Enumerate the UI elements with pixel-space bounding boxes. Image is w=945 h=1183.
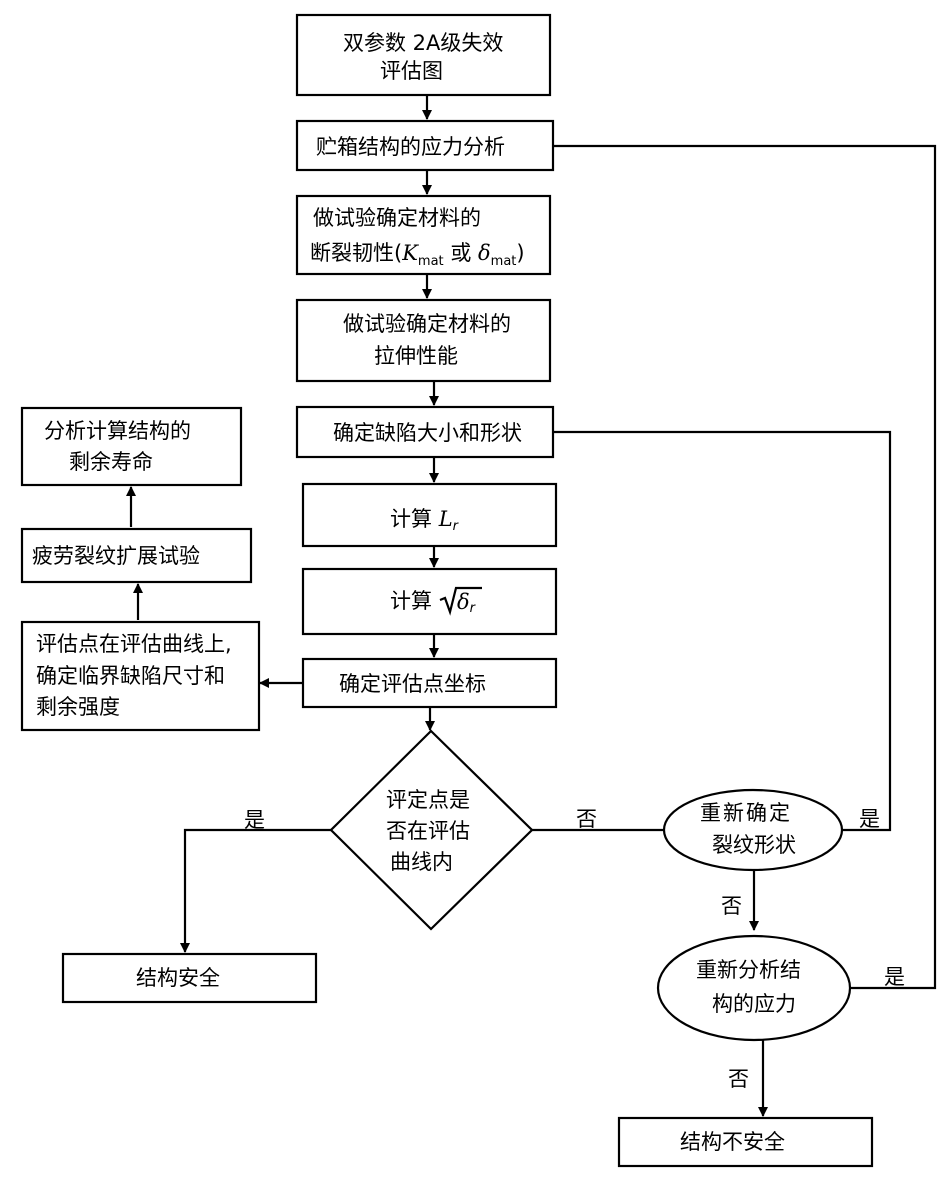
node-life-line1: 分析计算结构的 [44, 419, 191, 443]
node-restress: 重新分析结 构的应力 [656, 934, 852, 1042]
node-restress-line1: 重新分析结 [696, 958, 801, 982]
node-calc-lr-text: 计算 Lr [390, 507, 460, 534]
node-critical: 评估点在评估曲线上, 确定临界缺陷尺寸和 剩余强度 [20, 620, 261, 732]
node-reshape: 重新确定 裂纹形状 [662, 788, 844, 872]
node-stress: 贮箱结构的应力分析 [295, 119, 555, 172]
node-fad-line1: 双参数 2A级失效 [343, 31, 503, 55]
node-calc-sqrt-symbol: δr [457, 590, 477, 616]
node-point: 确定评估点坐标 [301, 657, 558, 709]
node-calc-sqrt: 计算 δr [301, 567, 558, 636]
node-unsafe: 结构不安全 [617, 1116, 874, 1168]
node-critical-line2: 确定临界缺陷尺寸和 [36, 664, 225, 688]
node-restress-line2: 构的应力 [712, 992, 796, 1016]
node-tensile-line2: 拉伸性能 [374, 344, 458, 368]
line-restress-yes-to-stress [553, 144, 937, 990]
sqrt-sign-icon [439, 586, 482, 616]
node-decision: 评定点是 否在评估 曲线内 [329, 729, 534, 931]
node-safe-text: 结构安全 [136, 966, 220, 990]
node-critical-line1: 评估点在评估曲线上, [36, 632, 232, 656]
node-toughness-line2: 断裂韧性(Kmat 或 δmat) [310, 241, 525, 269]
label-yes-restress: 是 [884, 965, 905, 989]
node-decision-line2: 否在评估 [386, 819, 470, 843]
label-no-restress: 否 [728, 1067, 749, 1091]
node-tensile-line1: 做试验确定材料的 [343, 312, 511, 336]
node-point-text: 确定评估点坐标 [339, 672, 486, 696]
node-tensile: 做试验确定材料的 拉伸性能 [295, 298, 552, 383]
node-calc-lr: 计算 Lr [301, 482, 558, 548]
label-no-decision: 否 [576, 807, 597, 831]
node-safe: 结构安全 [61, 952, 318, 1004]
connectors [126, 95, 937, 1117]
label-yes-left: 是 [244, 808, 265, 832]
node-defect: 确定缺陷大小和形状 [295, 405, 555, 459]
node-life-line2: 剩余寿命 [69, 450, 153, 474]
node-stress-text: 贮箱结构的应力分析 [316, 135, 505, 159]
node-unsafe-text: 结构不安全 [680, 1130, 785, 1154]
arrow-decision-yes-to-safe [180, 828, 331, 953]
node-toughness: 做试验确定材料的 断裂韧性(Kmat 或 δmat) [295, 194, 552, 276]
label-yes-reshape: 是 [859, 807, 880, 831]
line-reshape-yes-to-defect [553, 430, 892, 832]
node-decision-line3: 曲线内 [390, 850, 453, 874]
node-reshape-line2: 裂纹形状 [712, 833, 796, 857]
node-fad-line2: 评估图 [380, 59, 443, 83]
label-no-reshape: 否 [721, 894, 742, 918]
node-decision-line1: 评定点是 [386, 788, 470, 812]
node-life: 分析计算结构的 剩余寿命 [20, 406, 243, 487]
node-reshape-line1: 重新确定 [700, 801, 792, 825]
node-calc-sqrt-prefix: 计算 [390, 589, 432, 613]
node-fad: 双参数 2A级失效 评估图 [295, 13, 552, 97]
node-fatigue: 疲劳裂纹扩展试验 [20, 527, 253, 584]
node-toughness-line1: 做试验确定材料的 [313, 206, 481, 230]
node-defect-text: 确定缺陷大小和形状 [333, 421, 522, 445]
node-critical-line3: 剩余强度 [36, 695, 120, 719]
node-fatigue-text: 疲劳裂纹扩展试验 [32, 544, 200, 568]
